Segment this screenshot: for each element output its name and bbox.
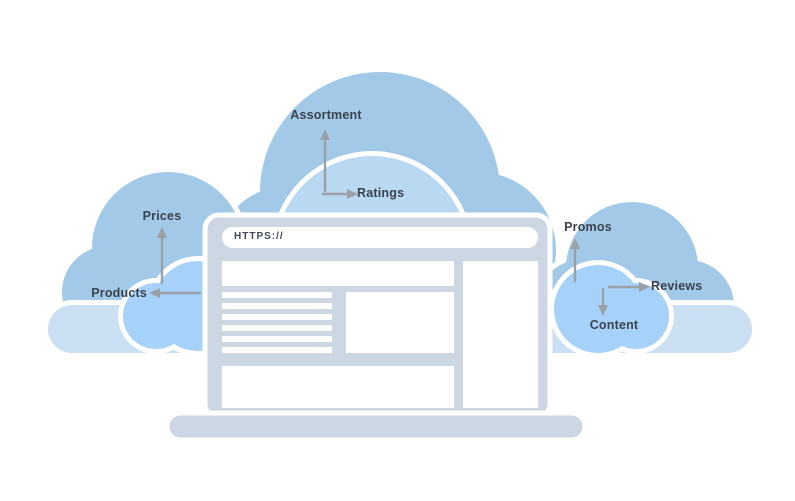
label-ratings: Ratings bbox=[357, 186, 405, 200]
arrow-assortment bbox=[320, 129, 330, 193]
arrow-promos bbox=[570, 238, 580, 283]
label-prices: Prices bbox=[142, 209, 182, 223]
arrow-prices bbox=[157, 227, 167, 285]
laptop bbox=[164, 212, 588, 443]
page-right-column-block bbox=[463, 261, 538, 408]
label-content: Content bbox=[589, 318, 639, 332]
browser-address-bar bbox=[222, 227, 538, 248]
arrow-products bbox=[149, 288, 202, 298]
browser-url-text: HTTPS:// bbox=[234, 231, 284, 242]
label-promos: Promos bbox=[564, 220, 612, 234]
page-footer-block bbox=[222, 366, 454, 408]
page-text-lines bbox=[222, 292, 332, 353]
label-assortment: Assortment bbox=[290, 108, 362, 122]
cloud-content-right bbox=[549, 260, 674, 358]
laptop-base bbox=[164, 410, 588, 443]
arrow-content bbox=[598, 287, 608, 316]
page-header-block bbox=[222, 261, 454, 286]
arrow-reviews bbox=[607, 282, 650, 292]
page-image-block bbox=[346, 292, 454, 353]
label-products: Products bbox=[91, 286, 147, 300]
laptop-screen-content bbox=[222, 227, 538, 408]
cloud-fill bbox=[554, 265, 669, 353]
label-reviews: Reviews bbox=[651, 279, 703, 293]
arrows bbox=[149, 129, 650, 316]
arrow-ratings bbox=[321, 189, 358, 199]
